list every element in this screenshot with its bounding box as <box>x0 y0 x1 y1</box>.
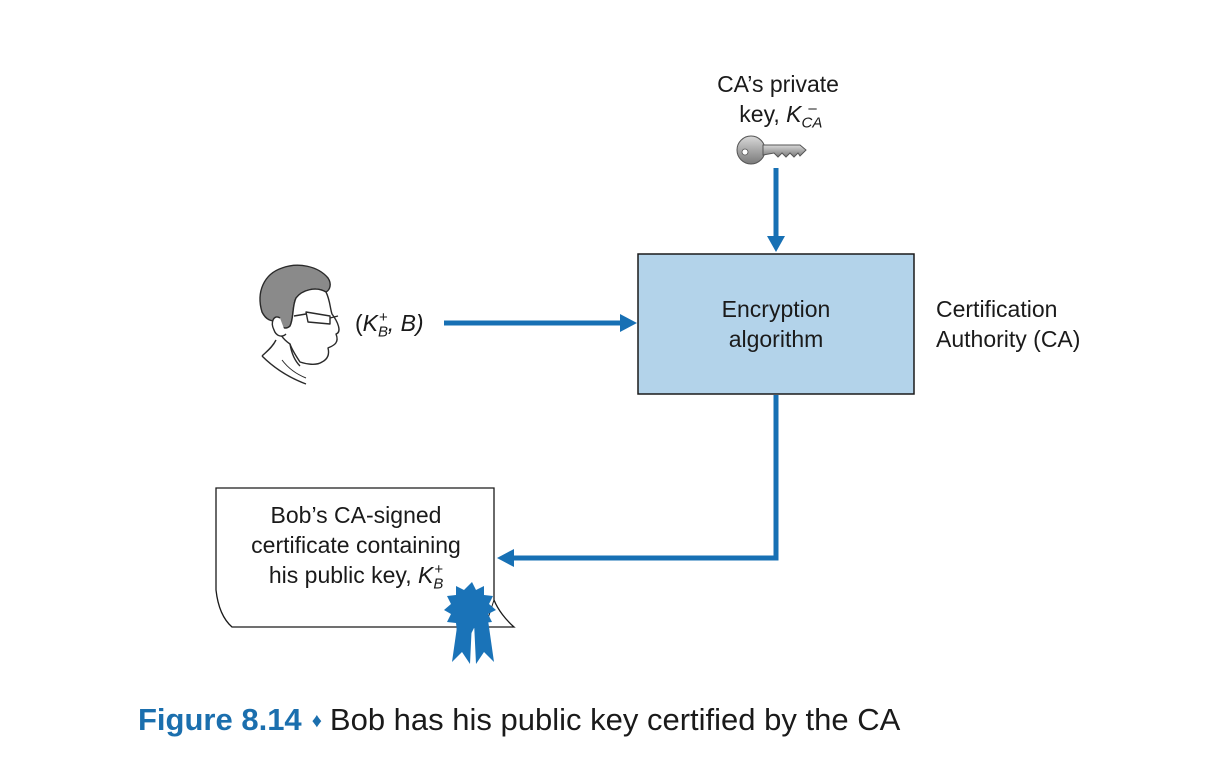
private-key-symbol: K <box>786 101 802 127</box>
caption-text: Bob has his public key certified by the … <box>329 702 901 737</box>
certificate-line3: his public key, KB+ <box>216 560 496 593</box>
certificate-line2: certificate containing <box>251 532 461 558</box>
private-key-subscript: CA <box>801 114 823 132</box>
ca-label: Certification Authority (CA) <box>936 294 1080 354</box>
bob-key-symbol: K <box>362 310 379 336</box>
bob-person-icon <box>259 264 340 385</box>
certificate-text: Bob’s CA-signed certificate containing h… <box>216 500 496 593</box>
bob-input-label: (KB+, B) <box>355 308 424 341</box>
certificate-line3-prefix: his public key, <box>268 562 418 588</box>
encryption-box-line1: Encryption <box>721 296 831 322</box>
private-key-superscript: – <box>808 100 817 118</box>
private-key-label: CA’s private key, KCA– <box>688 69 868 132</box>
certificate-seal-icon <box>444 582 496 664</box>
arrow-bob-to-box <box>444 314 637 332</box>
arrow-box-to-certificate <box>497 395 779 567</box>
encryption-box-label: Encryption algorithm <box>638 294 914 354</box>
bob-input-open-paren: ( <box>355 310 363 336</box>
arrow-key-to-box <box>767 168 785 252</box>
figure-caption: Figure 8.14 ♦ Bob has his public key certi… <box>138 700 900 741</box>
bob-key-superscript: + <box>379 309 388 327</box>
certificate-key-superscript: + <box>434 561 444 579</box>
caption-figure-number: Figure 8.14 <box>138 702 302 737</box>
encryption-box <box>637 253 915 395</box>
bob-input-rest: , B) <box>387 310 424 336</box>
ca-label-line2: Authority (CA) <box>936 326 1081 352</box>
encryption-box-line2: algorithm <box>728 326 824 352</box>
private-key-label-prefix: key, <box>739 101 787 127</box>
certificate-key-subscript: B <box>433 575 444 593</box>
private-key-label-line1: CA’s private <box>717 71 839 97</box>
certificate-line1: Bob’s CA-signed <box>270 502 442 528</box>
caption-separator: ♦ <box>311 710 322 732</box>
private-key-icon <box>736 135 807 165</box>
bob-key-subscript: B <box>378 323 389 341</box>
private-key-label-line2: key, KCA– <box>688 99 868 132</box>
certificate-key-symbol: K <box>418 562 434 588</box>
ca-label-line1: Certification <box>936 296 1058 322</box>
certificate-paper <box>215 487 516 628</box>
